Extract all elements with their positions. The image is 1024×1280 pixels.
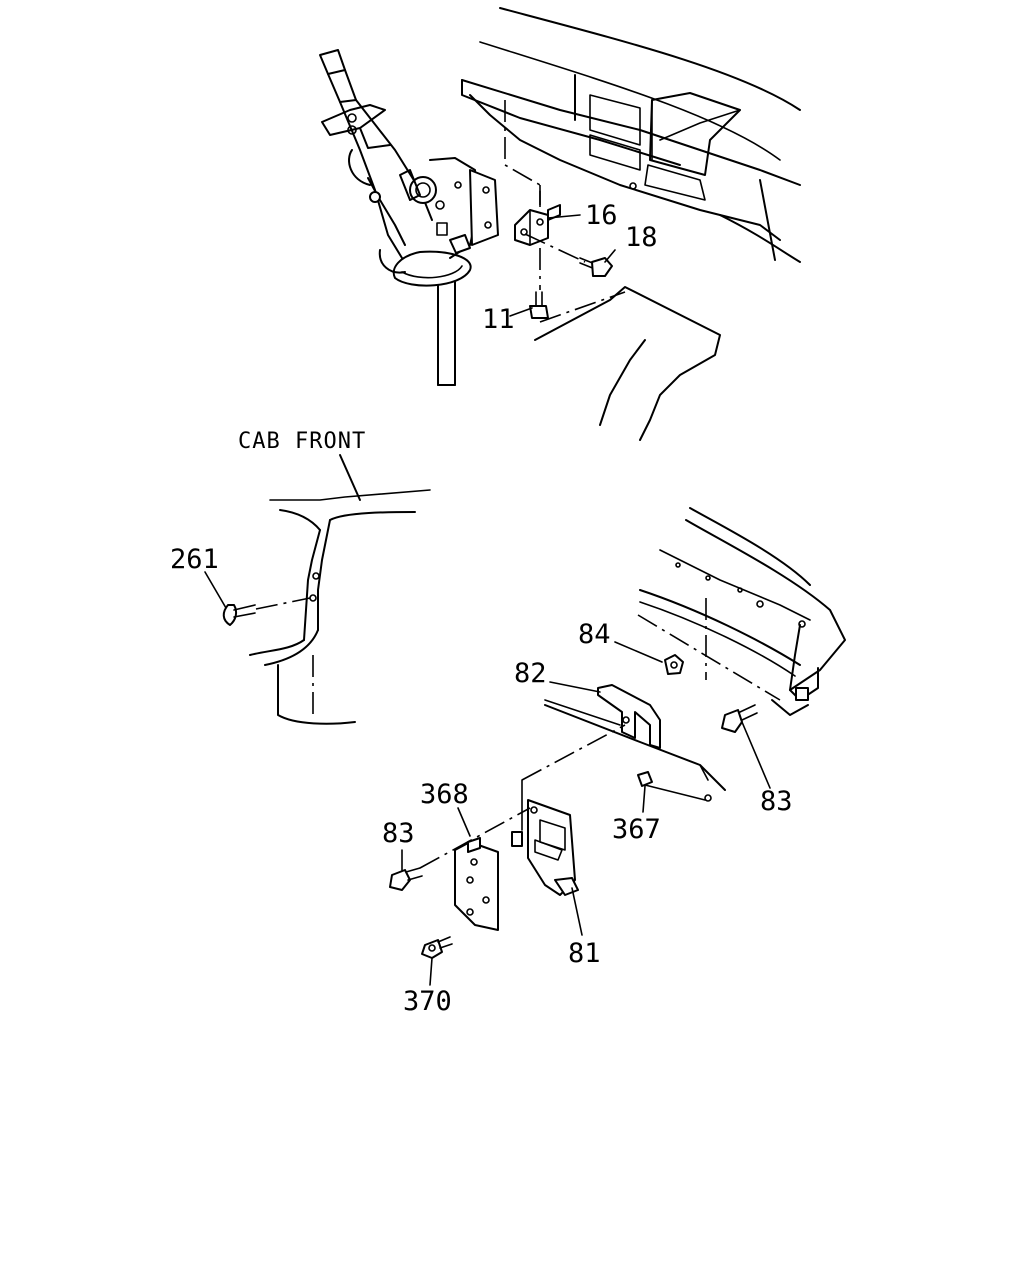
callout-83-right: 83 <box>760 786 793 817</box>
cross-member <box>637 507 846 716</box>
callout-84: 84 <box>578 619 611 650</box>
bolt-83-right <box>721 704 758 733</box>
cab-front-label: CAB FRONT <box>238 429 366 454</box>
plate-81 <box>511 724 626 896</box>
cab-pillar <box>249 454 431 725</box>
bracket-16 <box>514 185 586 290</box>
callout-82: 82 <box>514 658 547 689</box>
callout-370: 370 <box>403 986 452 1017</box>
callout-367: 367 <box>612 814 661 845</box>
bolt-11 <box>529 291 549 319</box>
nut-367 <box>637 771 712 802</box>
steering-column <box>319 49 499 386</box>
callout-81: 81 <box>568 938 601 969</box>
dash-panel-top <box>461 7 801 263</box>
callout-11: 11 <box>482 304 515 335</box>
callout-18: 18 <box>625 222 658 253</box>
bracket-82 <box>544 684 726 791</box>
leader-lines <box>204 214 771 986</box>
bolt-18 <box>579 257 613 277</box>
plate-368 <box>419 807 531 931</box>
bolt-370 <box>421 936 453 959</box>
callout-16: 16 <box>585 200 618 231</box>
bolt-83-left <box>389 867 423 891</box>
nut-84 <box>664 654 684 675</box>
callout-368: 368 <box>420 779 469 810</box>
callout-83-left: 83 <box>382 818 415 849</box>
clip-261 <box>222 597 311 626</box>
floor-panel-top <box>534 286 721 441</box>
callout-261: 261 <box>170 544 219 575</box>
